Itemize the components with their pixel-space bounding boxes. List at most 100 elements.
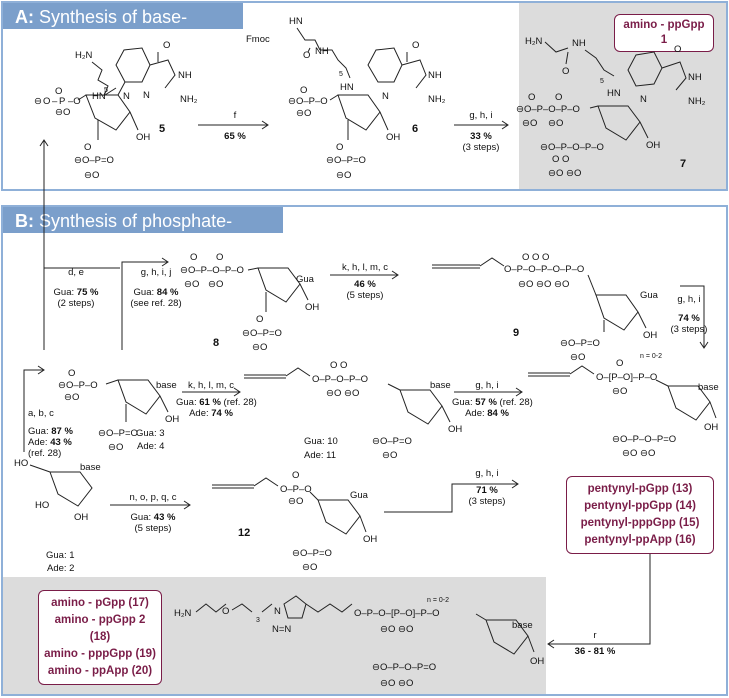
label-gua-1: Gua: 1 xyxy=(46,550,75,561)
cond-de-yield: Gua: 75 % xyxy=(46,287,106,298)
svg-text:O O: O O xyxy=(330,360,347,371)
svg-text:NH: NH xyxy=(315,46,329,57)
pentynyl-label-13: pentynyl-pGpp (13) xyxy=(587,483,693,495)
svg-text:O: O xyxy=(300,85,307,96)
svg-text:N: N xyxy=(123,91,130,102)
label-ade-11: Ade: 11 xyxy=(304,450,337,461)
compound-17-20-structure: H₂N O 3 N N=N O–P–O–[P–O]–P–O ⊖O ⊖O base… xyxy=(174,595,544,689)
arrow-ghi-low xyxy=(384,483,518,513)
svg-text:⊖O ⊖O: ⊖O ⊖O xyxy=(622,448,655,459)
svg-text:⊖O: ⊖O xyxy=(548,118,563,129)
cond-ghi-a-yield: 33 % (3 steps) xyxy=(450,131,512,153)
svg-text:HN: HN xyxy=(289,16,303,27)
cond-r-reagent: r xyxy=(593,630,597,641)
svg-text:⊖O–P=O: ⊖O–P=O xyxy=(292,548,332,559)
cond-ghi-mid-gua-prefix: Gua: xyxy=(452,397,476,408)
amino-ppgpp-1-label: amino - ppGpp 1 xyxy=(614,14,714,52)
cond-ghi-mid-gua-yield: 57 % xyxy=(475,397,497,408)
cond-ghi-mid-ade-prefix: Ade: xyxy=(465,408,488,419)
svg-text:Gua: Gua xyxy=(296,274,315,285)
cond-khlmc-mid: k, h, l, m, c Gua: 61 % (ref. 28) Ade: 7… xyxy=(176,380,257,419)
svg-text:⊖O ⊖O: ⊖O ⊖O xyxy=(326,388,359,399)
cond-khlmc-mid-gua-note: (ref. 28) xyxy=(220,397,257,408)
label-ade-4: Ade: 4 xyxy=(137,441,165,452)
svg-text:HN: HN xyxy=(340,82,354,93)
svg-text:NH: NH xyxy=(428,70,442,81)
svg-text:⊖O ⊖O: ⊖O ⊖O xyxy=(380,624,413,635)
svg-text:N: N xyxy=(640,94,647,105)
panel-a-letter: A: xyxy=(15,7,34,27)
svg-text:O–P–O–[P–O]–P–O: O–P–O–[P–O]–P–O xyxy=(354,608,440,619)
arrow-ghi-right xyxy=(680,285,705,348)
svg-text:OH: OH xyxy=(305,302,319,313)
svg-text:⊖O: ⊖O xyxy=(184,279,199,290)
n-range-bottom: n = 0-2 xyxy=(427,597,449,604)
svg-text:O: O xyxy=(528,92,535,103)
cond-abc-note: (ref. 28) xyxy=(28,448,62,459)
svg-text:⊖O–P=O: ⊖O–P=O xyxy=(372,436,412,447)
svg-text:O: O xyxy=(336,142,343,153)
pentynyl-label-15: pentynyl-pppGpp (15) xyxy=(580,517,700,529)
cond-khlmc-mid-gua: Gua: 61 % (ref. 28) xyxy=(176,397,257,408)
svg-text:O: O xyxy=(412,40,419,51)
svg-text:O: O xyxy=(68,368,75,379)
svg-text:⊖O–P–O: ⊖O–P–O xyxy=(58,380,98,391)
svg-text:O: O xyxy=(43,96,50,107)
svg-text:base: base xyxy=(698,382,719,393)
svg-text:O: O xyxy=(555,92,562,103)
cond-ghij-prefix: Gua: xyxy=(133,287,157,298)
panel-b-title: B: Synthesis of phosphate-modified amino… xyxy=(3,207,283,252)
svg-text:OH: OH xyxy=(386,132,400,143)
cond-ghij: g, h, i, j Gua: 84 % (see ref. 28) xyxy=(124,267,188,309)
svg-text:OH: OH xyxy=(165,414,179,425)
svg-text:base: base xyxy=(156,380,177,391)
panel-a-title: A: Synthesis of base-modified amino-MSN xyxy=(3,3,243,48)
cond-de-note: (2 steps) xyxy=(57,298,95,309)
amino-labels-box: amino - pGpp (17) amino - ppGpp 2 (18) a… xyxy=(38,590,162,685)
svg-text:O: O xyxy=(616,358,623,369)
arrow-ghij xyxy=(121,261,168,350)
compound-3-4-structure: ⊖O–P–O O⊖O base OH ⊖O–P=O ⊖O xyxy=(58,368,179,453)
cond-nopqc-reagent: n, o, p, q, c xyxy=(129,492,177,503)
svg-text:⊖O: ⊖O xyxy=(208,279,223,290)
cond-khlmc-mid-gua-yield: 61 % xyxy=(199,397,221,408)
svg-text:O: O xyxy=(256,314,263,325)
svg-text:⊖O: ⊖O xyxy=(612,386,627,397)
cond-ghi-a-yield-value: 33 % xyxy=(470,131,492,142)
svg-text:OH: OH xyxy=(74,512,88,523)
svg-text:OH: OH xyxy=(448,424,462,435)
cond-ghi-mid: g, h, i Gua: 57 % (ref. 28) Ade: 84 % xyxy=(452,380,533,419)
cond-ghij-note: (see ref. 28) xyxy=(130,298,182,309)
svg-text:⊖O: ⊖O xyxy=(522,118,537,129)
svg-text:NH₂: NH₂ xyxy=(688,96,706,107)
panel-a-title-text: Synthesis of base-modified amino-MSN xyxy=(15,7,188,48)
cond-abc-gua-yield: 87 % xyxy=(51,426,73,437)
svg-text:O O O: O O O xyxy=(522,252,549,263)
cond-nopqc-prefix: Gua: xyxy=(130,512,154,523)
cond-ghij-yield: Gua: 84 % xyxy=(124,287,188,298)
svg-text:OH: OH xyxy=(136,132,150,143)
cond-ghi-low: g, h, i 71 % (3 steps) xyxy=(452,468,522,507)
cond-nopqc: n, o, p, q, c Gua: 43 % (5 steps) xyxy=(118,492,188,534)
amino-label-18: amino - ppGpp 2 (18) xyxy=(54,614,146,643)
svg-text:⊖O: ⊖O xyxy=(84,170,99,181)
svg-text:⊖O–P=O: ⊖O–P=O xyxy=(326,155,366,166)
svg-text:O–[P–O]–P–O: O–[P–O]–P–O xyxy=(596,372,657,383)
svg-text:⊖: ⊖ xyxy=(34,96,42,107)
cond-ghi-mid-reagent: g, h, i xyxy=(475,380,499,391)
svg-text:–O: –O xyxy=(68,96,81,107)
cond-de-prefix: Gua: xyxy=(53,287,77,298)
label-gua-10: Gua: 10 xyxy=(304,436,338,447)
amino-label-20: amino - ppApp (20) xyxy=(47,665,153,677)
svg-text:⊖O–P–O–P–O: ⊖O–P–O–P–O xyxy=(516,104,580,115)
svg-text:O–P–O–P–O–P–O: O–P–O–P–O–P–O xyxy=(504,264,584,275)
cond-ghi-a-note: (3 steps) xyxy=(462,142,500,153)
cond-ghi-right: g, h, i 74 % (3 steps) xyxy=(664,294,714,335)
cond-khlmc-top-reagent: k, h, l, m, c xyxy=(342,262,388,273)
cond-ghi-mid-gua-note: (ref. 28) xyxy=(496,397,533,408)
pentynyl-label-14: pentynyl-ppGpp (14) xyxy=(584,500,696,512)
